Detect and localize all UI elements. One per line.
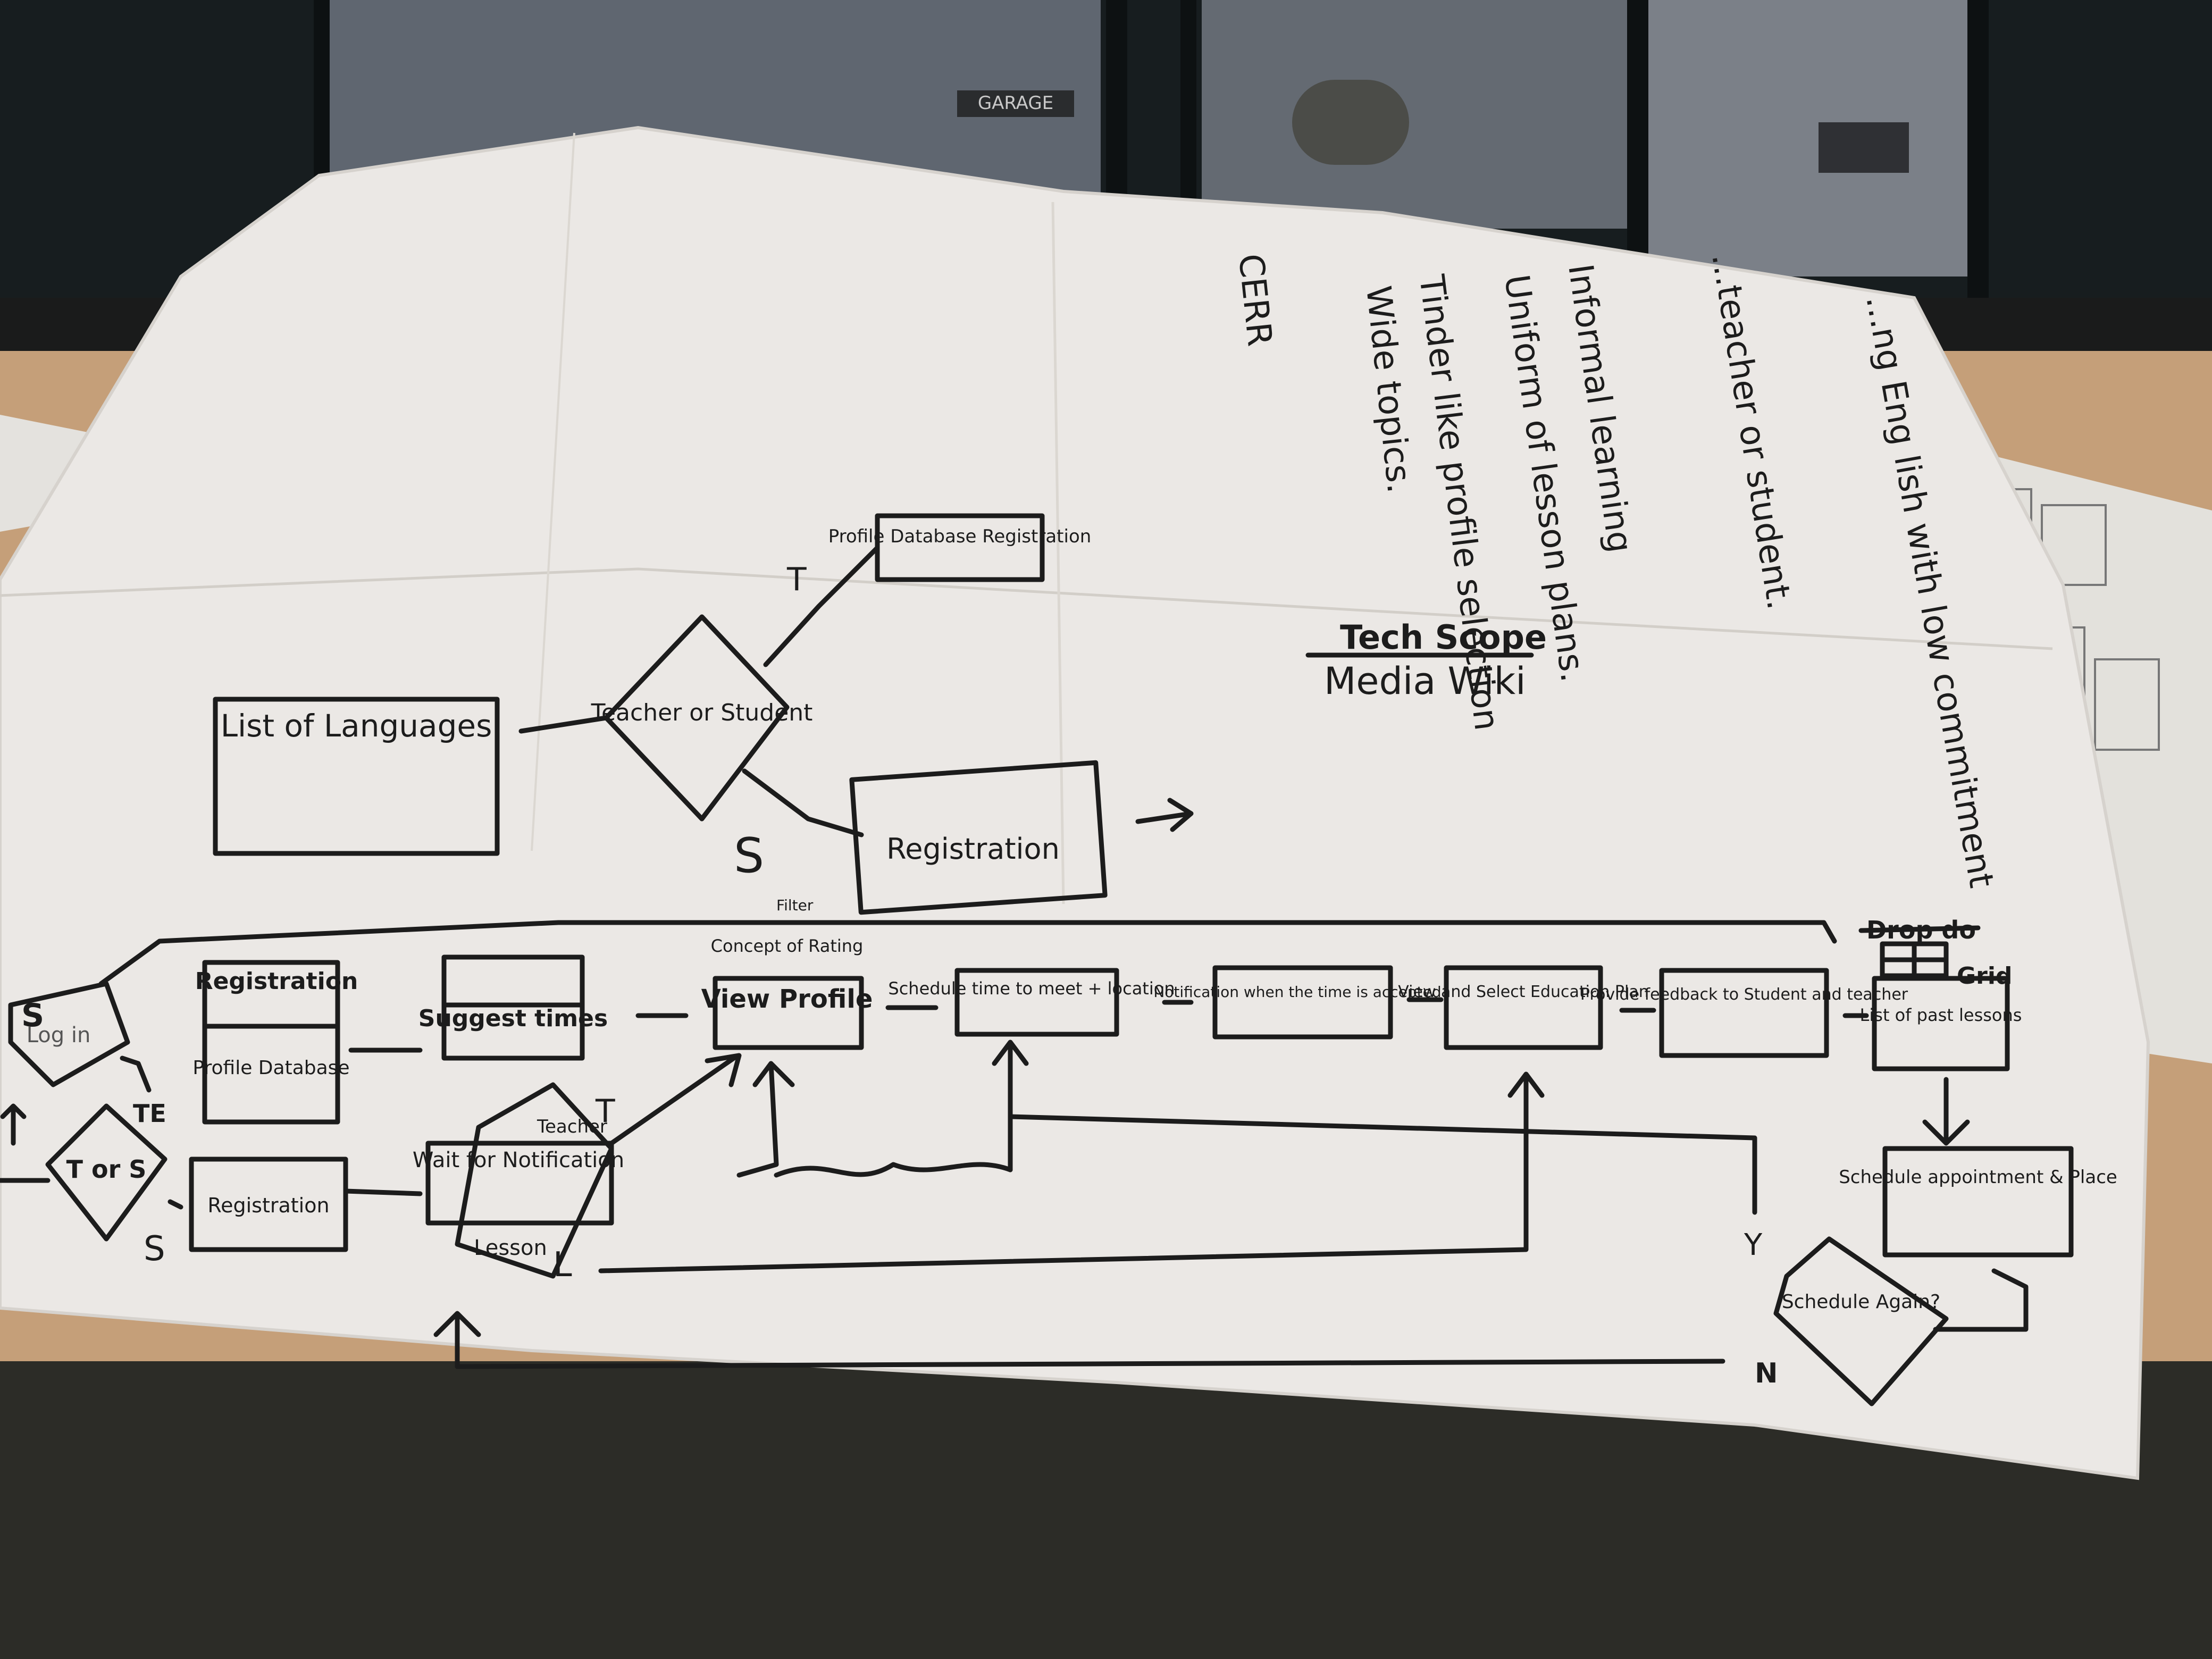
log-in-label: Log in <box>27 1023 91 1048</box>
tech-scope-value: Media Wiki <box>1324 659 1526 703</box>
list-of-languages-label: List of Languages <box>221 708 492 744</box>
paper-fold <box>0 567 2053 650</box>
t-or-s-label: T or S <box>66 1155 147 1184</box>
profile-db-registration-label: Profile Database Registration <box>828 526 1092 547</box>
schedule-appointment-label: Schedule appointment & Place <box>1839 1167 2117 1188</box>
decision-label: Teacher or Student <box>591 699 813 726</box>
line-to-schedule-again <box>1008 1114 1757 1215</box>
arrow-up-view-profile <box>736 1061 795 1178</box>
garage-sign <box>957 90 1074 117</box>
grid-icon-lines <box>1880 941 1949 978</box>
schedule-again-diamond <box>1773 1236 1949 1406</box>
bottom-return-loop <box>433 1311 1725 1369</box>
profile-database-label: Profile Database <box>192 1057 349 1079</box>
t-or-s-diamond <box>45 1103 167 1242</box>
registration-label: Registration <box>886 832 1060 866</box>
profile-database-box <box>202 1024 340 1125</box>
paper-fold <box>1051 202 1065 904</box>
suggest-times-label: Suggest times <box>418 1005 608 1032</box>
notification-box <box>1212 965 1393 1040</box>
filter-label: Filter <box>776 896 814 914</box>
t-label: T <box>595 1093 615 1130</box>
schedule-appointment-box <box>1882 1146 2074 1258</box>
schedule-time-label: Schedule time to meet + location <box>888 978 1175 999</box>
note-line-6: Wide topics. <box>1358 284 1419 495</box>
registration-top-label: Registration <box>195 968 358 995</box>
connector <box>120 1055 152 1093</box>
note-line-2: ...teacher or student. <box>1704 250 1799 613</box>
view-profile-label: View Profile <box>701 984 873 1014</box>
registration-bottom-box <box>189 1157 348 1252</box>
top-return-line <box>98 920 1837 986</box>
log-in-box <box>8 981 130 1087</box>
notes-block: ...ng Eng lish with low commitment ...te… <box>1230 250 2001 891</box>
notification-label: Notification when the time is accepted <box>1153 983 1441 1001</box>
registration-bottom-label: Registration <box>207 1194 329 1217</box>
s-mark: S <box>21 997 44 1034</box>
connector <box>167 1188 423 1210</box>
teacher-label: Teacher <box>537 1116 607 1137</box>
note-line-7: CERR <box>1230 252 1279 348</box>
no-label: N <box>1755 1358 1778 1389</box>
paper-outline <box>0 125 2150 1480</box>
wavy-line <box>774 1162 1013 1178</box>
tech-scope-title: Tech Scope <box>1340 618 1547 657</box>
manhole-cover <box>1292 80 1409 165</box>
paper-fold <box>531 132 575 851</box>
wait-for-notification-label: Wait for Notification <box>413 1148 624 1172</box>
street-grate <box>1819 122 1909 173</box>
registration-box <box>849 760 1108 915</box>
profile-db-registration-box <box>875 513 1045 582</box>
branch-t-label: T <box>786 561 807 598</box>
connector <box>1933 1268 2029 1332</box>
te-label: TE <box>133 1099 166 1128</box>
view-profile-box <box>713 976 864 1050</box>
teacher-student-decision <box>518 614 790 822</box>
view-select-label: View and Select Education Plan <box>1398 983 1649 1001</box>
note-line-1: ...ng Eng lish with low commitment <box>1858 292 2001 891</box>
l-label: L <box>553 1245 572 1285</box>
branch-s-line <box>742 768 864 837</box>
suggest-top-box <box>441 954 585 1008</box>
list-past-lessons-box <box>1872 976 2010 1071</box>
arrow-to-schedule <box>992 1040 1029 1172</box>
street-view-right <box>1648 0 1967 276</box>
s-label: S <box>144 1229 165 1269</box>
arrow-to-appointment <box>1922 1077 1970 1146</box>
schedule-time-box <box>954 968 1119 1037</box>
view-select-box <box>1444 965 1603 1050</box>
tech-scope: Tech Scope Media Wiki <box>1324 618 1547 703</box>
provide-feedback-label: Provide feedback to Student and teacher <box>1580 985 1908 1004</box>
branch-t-line <box>763 545 880 667</box>
list-past-lessons-label: List of past lessons <box>1860 1005 2022 1025</box>
branch-s-label: S <box>734 828 764 884</box>
note-line-3: Informal learning <box>1560 262 1639 555</box>
lesson-label: Lesson <box>474 1236 547 1260</box>
window-mullion <box>1967 0 1989 319</box>
arrow-to-view-select <box>598 1071 1545 1273</box>
wait-for-notification-box <box>425 1141 614 1226</box>
strike-through <box>1858 925 1981 933</box>
garage-sign-text: GARAGE <box>978 93 1053 114</box>
concept-of-rating-label: Concept of Rating <box>711 936 864 956</box>
wireframe-thumb <box>2094 658 2160 751</box>
arrow-to-view-profile <box>609 1053 742 1146</box>
yes-label: Y <box>1744 1228 1763 1262</box>
list-of-languages-box <box>213 697 500 856</box>
up-arrow <box>0 1103 27 1146</box>
schedule-again-label: Schedule Again? <box>1782 1291 1940 1313</box>
street-view-center <box>1202 0 1627 229</box>
suggest-times-box <box>441 1002 585 1061</box>
registration-arrow <box>1135 798 1194 832</box>
provide-feedback-box <box>1659 968 1829 1058</box>
